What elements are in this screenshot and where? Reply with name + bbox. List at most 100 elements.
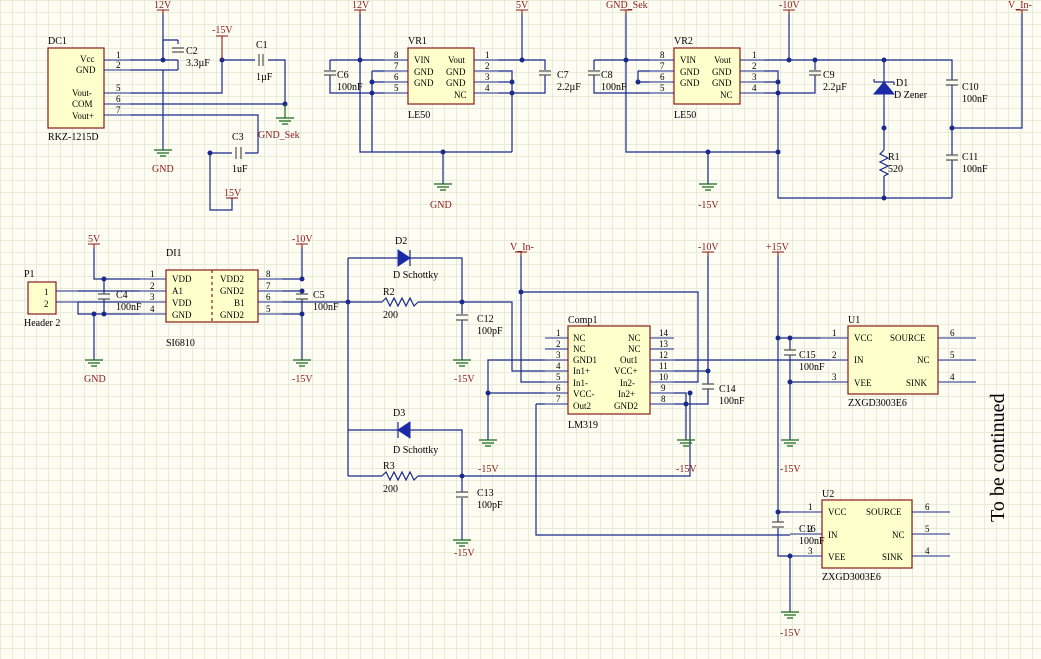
comp1-ln4: 5: [556, 372, 561, 382]
u1-part: ZXGD3003E6: [848, 398, 907, 409]
p1-body[interactable]: [27, 281, 57, 315]
vr2-rn1: 2: [752, 61, 757, 71]
pwr-m15v-c: -15V: [292, 359, 313, 385]
c10-val: 100nF: [962, 94, 988, 105]
dc1-pnum-7: 7: [116, 105, 121, 115]
comp1-l1: NC: [573, 344, 586, 354]
vr1-body[interactable]: [407, 47, 475, 105]
pwr-15v-a: 15V: [224, 188, 242, 199]
u2-ln0: 1: [808, 502, 813, 512]
vr1-l2: GND: [414, 78, 434, 88]
c2-capacitor[interactable]: C2 3.3µF: [172, 46, 210, 69]
dc1-body[interactable]: [47, 47, 105, 129]
comp1-rn1: 13: [659, 339, 669, 349]
pwr-m15v-d: -15V: [453, 359, 475, 385]
comp1-ref: Comp1: [568, 315, 597, 326]
d1-zener[interactable]: D1 D Zener: [872, 78, 928, 101]
c16-capacitor[interactable]: C16 100nF: [772, 521, 825, 547]
dc1-pin-voutm: Vout-: [72, 88, 92, 98]
pwr-m15v-g: -15V: [676, 439, 697, 475]
u1-ln0: 1: [832, 328, 837, 338]
c3-capacitor[interactable]: C3 1uF: [232, 132, 248, 175]
r1-resistor[interactable]: R1 520: [878, 149, 903, 177]
c5-val: 100nF: [313, 302, 339, 313]
d2-part: D Schottky: [393, 270, 438, 281]
comp1-l4: In1-: [573, 378, 588, 388]
c2-val: 3.3µF: [186, 58, 210, 69]
c7-capacitor[interactable]: C7 2.2µF: [539, 70, 581, 93]
r3-resistor[interactable]: R3 200: [381, 461, 419, 495]
dc1-converter: DC1 RKZ-1215D Vcc GND Vout- COM Vout+ 1 …: [47, 36, 130, 143]
c9-capacitor[interactable]: C9 2.2µF: [809, 70, 847, 93]
c15-val: 100nF: [799, 362, 825, 373]
c5-ref: C5: [313, 290, 325, 301]
c11-capacitor[interactable]: C11 100nF: [946, 152, 988, 175]
vr1-ln1: 7: [394, 61, 399, 71]
u1-body[interactable]: [847, 325, 939, 395]
comp1-lm319: Comp1 LM319 NC NC GND1 In1+ In1- VCC- Ou…: [545, 315, 674, 431]
c8-capacitor[interactable]: C8 100nF: [588, 70, 627, 93]
vr2-regulator: VR2 LE50 VIN GND GND Vout GND GND NC 8 7…: [650, 36, 764, 121]
comp1-r5: In2+: [618, 389, 635, 399]
c15-capacitor[interactable]: C15 100nF: [784, 349, 825, 373]
c16-val: 100nF: [799, 536, 825, 547]
c5-capacitor[interactable]: C5 100nF: [296, 290, 339, 313]
c4-capacitor[interactable]: C4 100nF: [98, 290, 142, 313]
di1-ln3: 4: [150, 304, 155, 314]
c16-ref: C16: [799, 524, 816, 535]
c10-capacitor[interactable]: C10 100nF: [946, 79, 988, 105]
pwr-5v-label-b: 5V: [88, 234, 101, 245]
di1-l1: A1: [172, 286, 183, 296]
comp1-ln5: 6: [556, 383, 561, 393]
gnd-sek-label-b: GND_Sek: [606, 0, 648, 11]
u2-l1: IN: [828, 530, 838, 540]
pwr-vin-a: V_In-: [1008, 0, 1032, 14]
pwr-15v-label: 15V: [224, 188, 242, 199]
d3-schottky[interactable]: D3 D Schottky: [393, 408, 438, 456]
vr1-r0: Vout: [448, 55, 465, 65]
comp1-l3: In1+: [573, 366, 590, 376]
c6-capacitor[interactable]: C6 100nF: [324, 70, 363, 93]
pwr-m15v-label-a: -15V: [212, 25, 233, 36]
c1-capacitor[interactable]: C1 1µF: [256, 40, 273, 83]
u2-rn2: 4: [925, 546, 930, 556]
pwr-vin-label-b: V_In-: [510, 242, 534, 253]
c8-val: 100nF: [601, 82, 627, 93]
d1-part: D Zener: [894, 90, 928, 101]
to-be-continued-note: To be continued: [987, 393, 1009, 522]
d3-part: D Schottky: [393, 445, 438, 456]
comp1-rn0: 14: [659, 328, 669, 338]
d2-schottky[interactable]: D2 D Schottky: [393, 236, 438, 281]
c14-capacitor[interactable]: C14 100nF: [702, 383, 745, 407]
pwr-m15v-b: -15V: [698, 183, 719, 211]
pwr-m15v-label-c: -15V: [292, 374, 313, 385]
c11-ref: C11: [962, 152, 978, 163]
c14-val: 100nF: [719, 396, 745, 407]
di1-ln2: 3: [150, 292, 155, 302]
di1-rn1: 7: [266, 281, 271, 291]
r3-val: 200: [383, 484, 398, 495]
di1-l0: VDD: [172, 274, 192, 284]
u2-l2: VEE: [828, 552, 846, 562]
pwr-m15v-h: -15V: [780, 439, 801, 475]
comp1-rn6: 8: [661, 394, 666, 404]
c13-capacitor[interactable]: C13 100pF: [456, 488, 503, 511]
vr2-body[interactable]: [673, 47, 741, 105]
di1-l2: VDD: [172, 298, 192, 308]
pwr-m15v-i: -15V: [780, 611, 801, 639]
comp1-part: LM319: [568, 420, 598, 431]
gnd-sek-label-a: GND_Sek: [258, 130, 300, 141]
vr2-rn3: 4: [752, 83, 757, 93]
comp1-rn4: 10: [659, 372, 669, 382]
c12-capacitor[interactable]: C12 100pF: [456, 314, 503, 337]
vr2-r1: GND: [712, 67, 732, 77]
di1-ref: DI1: [166, 248, 182, 259]
u1-rn2: 4: [950, 372, 955, 382]
di1-r0: VDD2: [220, 274, 244, 284]
comp1-body[interactable]: [567, 325, 651, 415]
u2-body[interactable]: [821, 499, 913, 569]
u1-l0: VCC: [854, 333, 873, 343]
c13-ref: C13: [477, 488, 494, 499]
r2-resistor[interactable]: R2 200: [381, 287, 419, 321]
c11-val: 100nF: [962, 164, 988, 175]
